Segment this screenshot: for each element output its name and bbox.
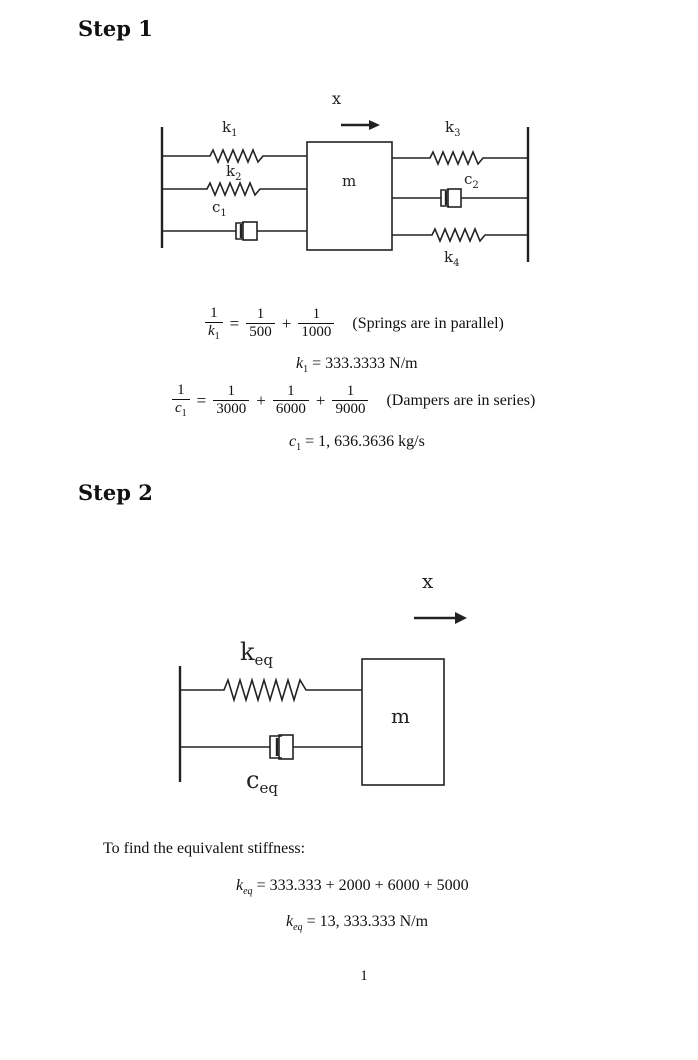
c1-label: c1 (212, 198, 227, 219)
step1-system-diagram: x m k1 k2 c1 k3 c2 k4 (160, 89, 530, 269)
fraction-1-over-k1: 1 k1 (205, 305, 223, 342)
c1-result: c1 = 1, 636.3636 kg/s (289, 433, 425, 454)
step2-system-diagram: x m keq ceq (178, 569, 467, 797)
step1-heading: Step 1 (78, 16, 153, 41)
step2-heading: Step 2 (78, 480, 153, 505)
keq-sum-equation: keq = 333.333 + 2000 + 6000 + 5000 (236, 877, 469, 898)
keq-spring (180, 677, 362, 703)
springs-parallel-note: (Springs are in parallel) (352, 315, 504, 333)
c2-damper (392, 188, 528, 208)
keq-label: keq (240, 638, 273, 669)
fraction-1-over-3000: 1 3000 (213, 384, 250, 418)
equivalent-stiffness-intro: To find the equivalent stiffness: (103, 840, 306, 857)
k4-spring (392, 226, 528, 244)
fraction-1-over-9000: 1 9000 (332, 384, 369, 418)
ceq-label: ceq (246, 766, 278, 797)
page-number: 1 (360, 968, 368, 984)
k1-result: k1 = 333.3333 N/m (296, 355, 418, 376)
fraction-1-over-6000: 1 6000 (272, 384, 309, 418)
k1-label: k1 (222, 118, 237, 139)
step2-displacement-label: x (422, 569, 434, 593)
dampers-series-note: (Dampers are in series) (386, 392, 536, 410)
step1-mass-label: m (342, 172, 356, 190)
step1-mass-block (306, 141, 393, 251)
c1-damper (162, 221, 307, 241)
k4-label: k4 (444, 248, 459, 269)
k3-label: k3 (445, 118, 460, 139)
spring-combination-equation: 1 k1 = 1 500 + 1 1000 (Springs are in pa… (205, 305, 504, 342)
fraction-1-over-500: 1 500 (246, 307, 275, 341)
fraction-1-over-c1: 1 c1 (172, 382, 190, 419)
k3-spring (392, 149, 528, 167)
fraction-1-over-1000: 1 1000 (298, 307, 335, 341)
step2-mass-block (361, 658, 445, 786)
damper-combination-equation: 1 c1 = 1 3000 + 1 6000 + 1 9000 (Dampers… (172, 382, 536, 419)
step2-mass-label: m (391, 704, 410, 728)
k2-spring (162, 180, 307, 198)
ceq-damper (180, 734, 362, 760)
c2-label: c2 (464, 170, 479, 191)
k1-spring (162, 147, 307, 165)
keq-result: keq = 13, 333.333 N/m (286, 913, 429, 934)
step1-displacement-label: x (332, 89, 341, 108)
k2-label: k2 (226, 162, 241, 183)
